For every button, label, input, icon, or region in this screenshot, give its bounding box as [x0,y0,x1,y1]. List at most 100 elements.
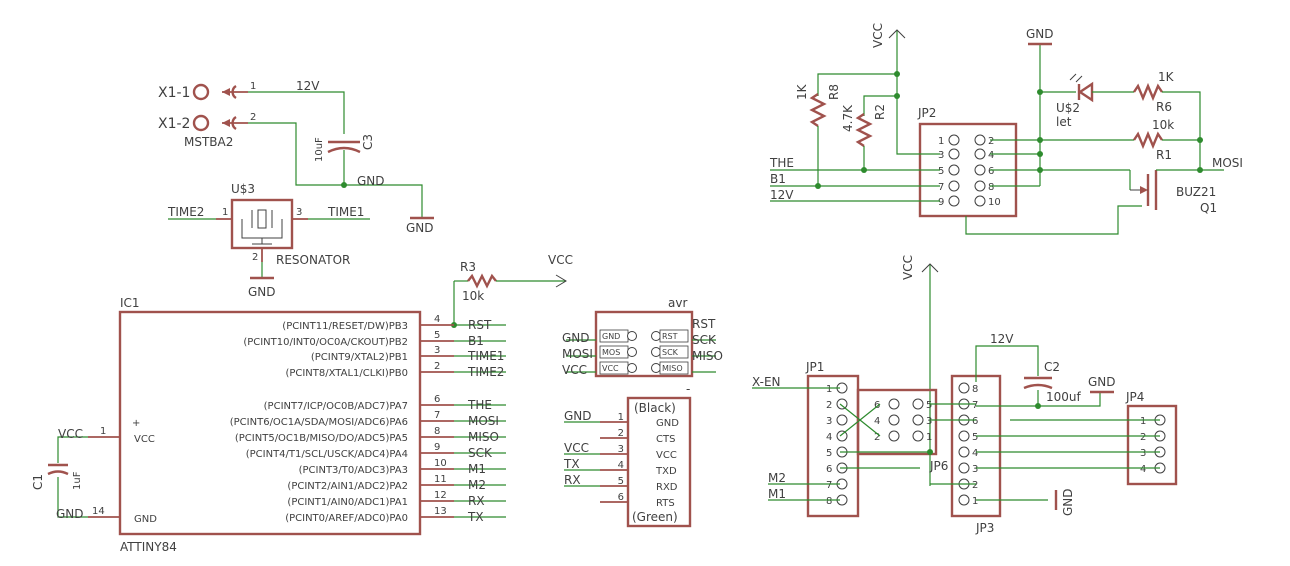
c1-vcc-label: VCC [58,427,83,441]
ic1-pin-num: 12 [434,490,447,501]
jp2-name: JP2 [917,106,936,120]
jp6-pin-num: 4 [874,416,880,427]
ic1-pin-num: 9 [434,442,440,453]
capacitor-c1: VCC GND C1 1uF [31,427,88,521]
jp3-name: JP3 [975,521,994,535]
ic1-pin-num: 2 [434,361,440,372]
jp3-pin-num: 4 [972,448,978,459]
r2-name: R2 [873,104,887,120]
c2-gnd-label: GND [1088,375,1116,389]
avr-right-net: SCK [692,333,717,347]
avr-name: avr [668,296,687,310]
jp1-net-m1: M1 [768,487,786,501]
r8-name: R8 [827,84,841,100]
ic1-pin-net: TIME2 [467,365,504,379]
jp1-pin-num: 7 [826,480,832,491]
ftdi-pin-num: 3 [618,444,624,455]
ic1-pin-num: 10 [434,458,447,469]
power-connector-group: X1-1 X1-2 1 2 MSTBA2 12V GND 10uF C3 GND [158,79,434,235]
jp1-pin-num: 5 [826,448,832,459]
jp2-pin-num: 2 [988,136,994,147]
r2-resistor [855,113,873,147]
motor-vcc-label: VCC [901,255,915,280]
jp3-pin-num: 5 [972,432,978,443]
jp2-pin-num: 8 [988,182,994,193]
avr-left-pin-label: GND [602,332,620,341]
jp1-pin-num: 1 [826,384,832,395]
resonator-name: U$3 [231,182,255,196]
ic1-pin-num: 4 [434,314,440,325]
c3-value: 10uF [314,137,325,162]
ftdi-pin-num: 6 [618,492,624,503]
ic1-pin-label: (PCINT11/RESET/DW)PB3 [282,321,408,332]
jp6-pin-num: 3 [926,416,932,427]
jp3-pin-num: 1 [972,496,978,507]
jp3-pin-num: 2 [972,480,978,491]
r1-resistor [1133,130,1163,150]
ic1-pin-net: SCK [468,446,493,460]
c3-name: C3 [361,134,375,150]
jp6-pin-num: 2 [874,432,880,443]
ic1-pin-net: RST [468,318,492,332]
net-gnd-label: GND [357,174,385,188]
ftdi-pin-label: VCC [656,450,677,461]
ftdi-pin-label: RXD [656,482,678,493]
jp6-name: JP6 [929,459,948,473]
jp1-pin-num: 6 [826,464,832,475]
r3-value: 10k [462,289,484,303]
led-name: U$2 [1056,101,1080,115]
ic1-pin-net: THE [467,398,492,412]
ftdi-pin-num: 1 [618,412,624,423]
ic1-pin-label: (PCINT7/ICP/OC0B/ADC7)PA7 [264,401,408,412]
jp3-pin-num: 8 [972,384,978,395]
ic1-gnd-pin-num: 14 [92,506,105,517]
r2-value: 4.7K [841,104,855,132]
jp1-pin-num: 2 [826,400,832,411]
r3-name: R3 [460,260,476,274]
avr-right-net: MISO [692,349,723,363]
r6-name: R6 [1156,100,1172,114]
ftdi-net-label: TX [563,457,580,471]
ic1-pin-net: RX [468,494,485,508]
connector-name: MSTBA2 [184,135,233,149]
c2-name: C2 [1044,360,1060,374]
resonator-gnd-label: GND [248,285,276,299]
ic1-pin-label: (PCINT6/OC1A/SDA/MOSI/ADC6)PA6 [230,417,408,428]
ic1-vcc-pin-label: VCC [134,434,155,445]
resonator-pin2: 2 [252,252,258,263]
jp2-pin-num: 10 [988,197,1001,208]
jp1-net-m2: M2 [768,471,786,485]
ic1-pin-num: 11 [434,474,447,485]
ftdi-pin-num: 2 [618,428,624,439]
jp4-name: JP4 [1125,390,1144,404]
net-12v-label: 12V [296,79,320,93]
q1-value: BUZ21 [1176,185,1216,199]
jp2-pin-num: 9 [938,197,944,208]
jp2-pin-num: 7 [938,182,944,193]
jp1-pin-num: 4 [826,432,832,443]
ic1-pin-net: MISO [468,430,499,444]
r8-resistor [809,93,827,127]
ftdi-pin-label: TXD [655,466,677,477]
led-value: let [1056,115,1072,129]
avr-left-net: MOSI [562,347,593,361]
avr-right-pin-label: RST [662,332,678,341]
c1-gnd-label: GND [56,507,84,521]
gnd-symbol-label: GND [406,221,434,235]
led-diode-icon [1077,81,1094,103]
r8-value: 1K [795,83,809,100]
ftdi-top-label: (Black) [634,401,676,415]
ftdi-pin-label: GND [656,418,679,429]
ic1-attiny84: IC1 ATTINY84 + VCC GND 1 14 (PCINT11/RES… [88,296,506,554]
r1-value: 10k [1152,118,1174,132]
c2-value: 100uf [1046,390,1082,404]
ftdi-net-label: GND [564,409,592,423]
r6-resistor [1133,82,1163,102]
resistor-r3: R3 10k VCC [451,253,573,328]
